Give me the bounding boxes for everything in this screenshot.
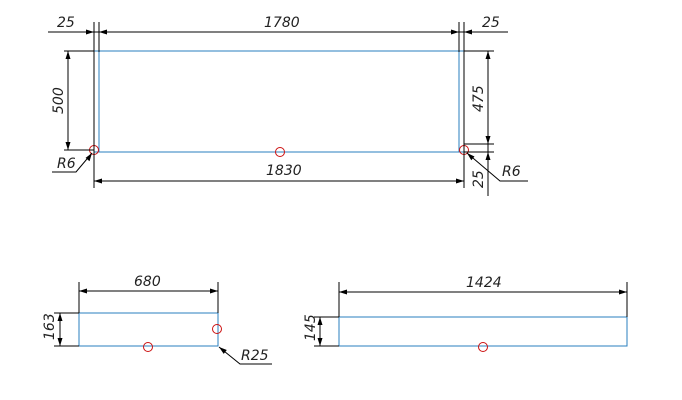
arrow-inner-height-top bbox=[485, 51, 491, 59]
main-panel-outline bbox=[93, 50, 465, 153]
arrow-top-length-left bbox=[99, 29, 107, 35]
arrow-long-length-right bbox=[619, 289, 627, 295]
leader-radius-small bbox=[218, 346, 272, 365]
main-panel-center-marker bbox=[275, 147, 285, 157]
arrow-radius-left bbox=[85, 153, 92, 162]
dim-label-long-height: 145 bbox=[303, 314, 319, 341]
dim-label-bottom-length: 1830 bbox=[266, 163, 302, 179]
arrow-bottom-offset bbox=[485, 152, 491, 160]
arrow-bottom-right bbox=[456, 178, 464, 184]
radius-label-right: R6 bbox=[502, 164, 521, 180]
arrow-long-length-left bbox=[339, 289, 347, 295]
dim-label-bottom-offset: 25 bbox=[471, 170, 487, 188]
arrow-small-length-left bbox=[79, 288, 87, 294]
leader-radius-right bbox=[466, 152, 528, 182]
arrow-top-right-offset bbox=[464, 29, 472, 35]
arrow-small-height-top bbox=[57, 313, 63, 321]
arrow-small-length-right bbox=[210, 288, 218, 294]
arrow-height-bottom bbox=[65, 142, 71, 150]
dim-label-top-length: 1780 bbox=[264, 15, 300, 31]
dim-label-long-length: 1424 bbox=[466, 275, 502, 291]
dim-label-inner-height: 475 bbox=[471, 85, 487, 112]
long-panel-center-marker bbox=[478, 342, 488, 352]
dim-label-small-height: 163 bbox=[42, 313, 58, 340]
arrow-radius-small bbox=[219, 347, 227, 354]
arrow-top-length-right bbox=[451, 29, 459, 35]
leader-radius-left bbox=[52, 152, 93, 173]
arrow-small-height-bottom bbox=[57, 338, 63, 346]
arrow-inner-height-bottom bbox=[485, 136, 491, 144]
dim-label-small-length: 680 bbox=[134, 274, 161, 290]
dim-label-right-offset: 25 bbox=[482, 15, 500, 31]
long-panel: 1424 145 bbox=[303, 275, 628, 352]
small-panel-corner-marker bbox=[212, 324, 222, 334]
arrow-top-left-offset bbox=[86, 29, 94, 35]
small-panel-center-marker bbox=[143, 342, 153, 352]
small-panel-outline bbox=[78, 312, 219, 347]
arrow-long-height-bottom bbox=[317, 338, 323, 346]
radius-label-left: R6 bbox=[57, 156, 76, 172]
arrow-long-height-top bbox=[317, 317, 323, 325]
arrow-radius-right bbox=[467, 153, 475, 161]
dim-label-left-offset: 25 bbox=[57, 15, 75, 31]
main-panel: 25 1780 25 500 475 25 1830 R6 R6 bbox=[48, 15, 528, 196]
radius-label-small: R25 bbox=[241, 348, 269, 364]
arrow-bottom-left bbox=[94, 178, 102, 184]
small-panel: 680 163 R25 bbox=[42, 274, 272, 365]
long-panel-outline bbox=[338, 316, 628, 347]
arrow-height-top bbox=[65, 51, 71, 59]
dim-label-height: 500 bbox=[51, 87, 67, 114]
